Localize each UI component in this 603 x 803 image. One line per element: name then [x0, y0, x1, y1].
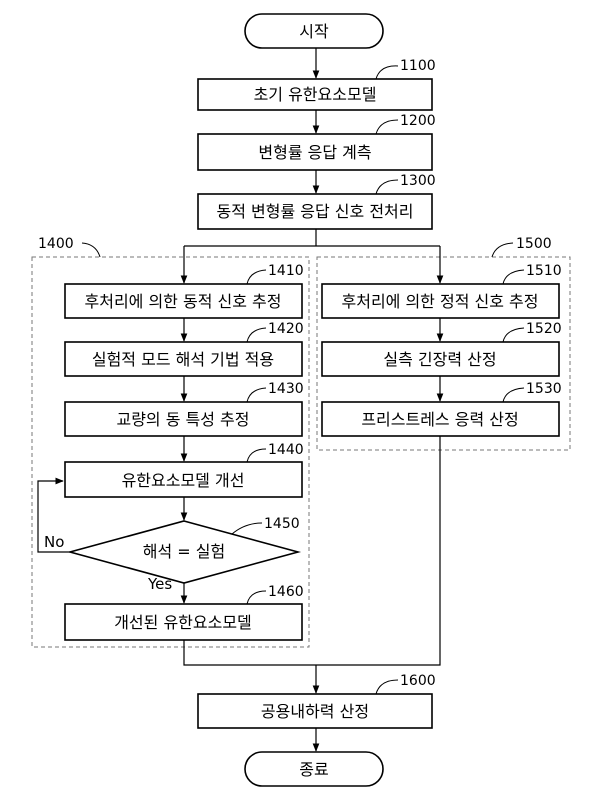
ref-1410: 1410: [268, 263, 304, 279]
connector-1460-merge: [183, 640, 316, 666]
decision-1450: [66, 520, 302, 584]
box-1530-label: 프리스트레스 응력 산정: [361, 410, 518, 429]
box-1430: [64, 401, 303, 437]
ref-1530: 1530: [526, 381, 562, 397]
ref-1200: 1200: [400, 113, 436, 129]
box-1460: [64, 603, 303, 641]
leader-1440: [246, 448, 267, 463]
leader-1600: [375, 679, 399, 695]
leader-1420: [246, 327, 267, 343]
ref-1510: 1510: [526, 263, 562, 279]
leader-1510: [502, 269, 525, 285]
end-terminator: [244, 751, 384, 787]
box-1440: [64, 461, 303, 498]
box-1460-label: 개선된 유한요소모델: [114, 613, 252, 632]
ref-1460: 1460: [268, 584, 304, 600]
box-1100: [197, 78, 433, 111]
ref-1430: 1430: [268, 381, 304, 397]
leader-1530: [502, 387, 525, 403]
box-1420: [64, 341, 303, 377]
leader-1450: [231, 522, 263, 535]
ref-1520: 1520: [526, 321, 562, 337]
ref-1400: 1400: [38, 236, 74, 252]
ref-1600: 1600: [400, 673, 436, 689]
group-1500-frame: [316, 256, 571, 451]
box-1510: [321, 283, 560, 319]
leader-1500: [491, 242, 514, 258]
box-1200-label: 변형률 응답 계측: [258, 143, 371, 162]
ref-1100: 1100: [400, 58, 436, 74]
leader-1520: [502, 327, 525, 343]
box-1410: [64, 283, 303, 319]
leader-1430: [246, 387, 267, 403]
start-terminator: [244, 13, 384, 49]
connector-1530-merge: [316, 436, 441, 666]
group-1400-frame: [31, 256, 310, 648]
ref-1440: 1440: [268, 442, 304, 458]
box-1510-label: 후처리에 의한 정적 신호 추정: [342, 292, 539, 311]
box-1300: [197, 193, 433, 230]
box-1600: [197, 693, 433, 729]
box-1420-label: 실험적 모드 해석 기법 적용: [92, 350, 274, 369]
no-label: No: [44, 533, 64, 551]
leader-1300: [375, 179, 399, 195]
leader-1410: [246, 269, 267, 285]
box-1200: [197, 133, 433, 171]
box-1530: [321, 401, 560, 437]
ref-1420: 1420: [268, 321, 304, 337]
box-1100-label: 초기 유한요소모델: [254, 85, 377, 104]
ref-1450: 1450: [264, 516, 300, 532]
end-label: 종료: [299, 760, 328, 779]
start-label: 시작: [299, 22, 329, 41]
box-1410-label: 후처리에 의한 동적 신호 추정: [85, 292, 282, 311]
leader-1100: [375, 65, 399, 80]
box-1440-label: 유한요소모델 개선: [122, 471, 245, 490]
box-1520-label: 실측 긴장력 산정: [383, 350, 496, 369]
ref-1300: 1300: [400, 173, 436, 189]
box-1430-label: 교량의 동 특성 추정: [116, 410, 249, 429]
arrow-no-loop: [37, 477, 70, 553]
box-1300-label: 동적 변형률 응답 신호 전처리: [217, 202, 414, 221]
box-1600-label: 공용내하력 산정: [261, 702, 369, 721]
leader-1400: [81, 242, 101, 258]
box-1520: [321, 341, 560, 377]
leader-1200: [375, 119, 399, 135]
decision-1450-label: 해석 = 실험: [143, 542, 225, 561]
yes-label: Yes: [147, 575, 172, 593]
leader-1460: [246, 590, 267, 605]
ref-1500: 1500: [516, 236, 552, 252]
